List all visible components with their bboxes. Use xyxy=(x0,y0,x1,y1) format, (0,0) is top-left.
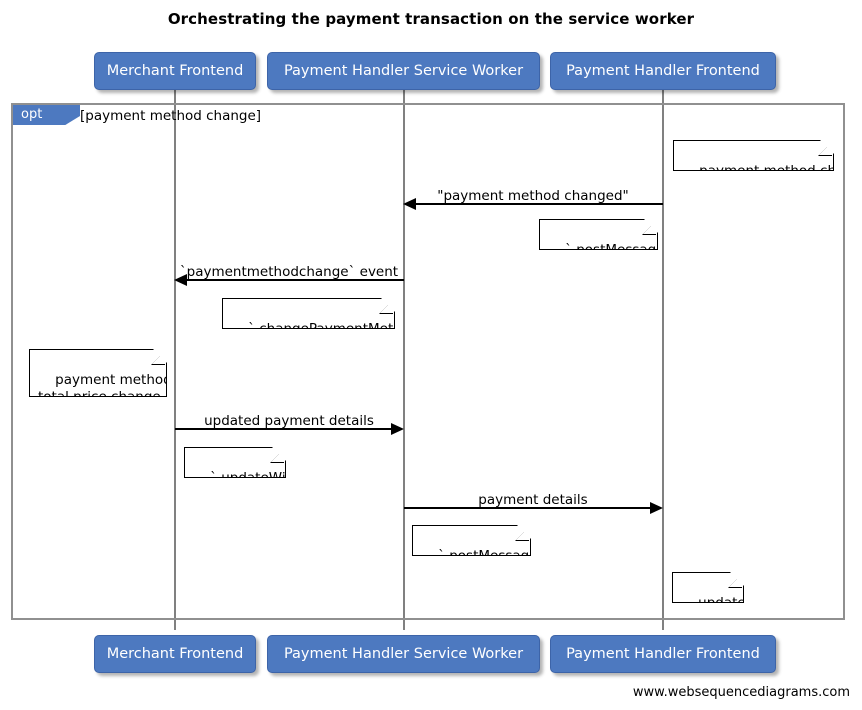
note-fold-icon xyxy=(271,448,285,462)
message-line-2 xyxy=(181,279,404,281)
participant-label: Merchant Frontend xyxy=(106,646,244,662)
note-text: update UI xyxy=(698,595,764,611)
participant-label: Payment Handler Frontend xyxy=(566,63,760,79)
note-fold-icon xyxy=(643,220,657,234)
lifeline-merchant-frontend xyxy=(174,90,176,630)
message-line-3 xyxy=(175,428,398,430)
note-update-ui: update UI xyxy=(672,572,744,603)
participant-payment-handler-frontend-top[interactable]: Payment Handler Frontend xyxy=(550,52,776,90)
note-fold-icon xyxy=(152,350,166,364)
message-arrowhead-3 xyxy=(391,423,404,435)
note-text: payment method & total price change etc xyxy=(38,372,187,405)
participant-payment-handler-frontend-bottom[interactable]: Payment Handler Frontend xyxy=(550,635,776,673)
message-line-1 xyxy=(410,203,663,205)
message-line-4 xyxy=(404,507,657,509)
footer-url: www.websequencediagrams.com xyxy=(632,685,850,700)
note-fold-icon xyxy=(516,526,530,540)
lifeline-payment-handler-service-worker xyxy=(403,90,405,630)
note-text: `.postMessage()` xyxy=(438,548,555,564)
message-arrowhead-2 xyxy=(174,274,187,286)
note-post-message-1: `.postMessage()` xyxy=(539,219,658,250)
participant-merchant-frontend-top[interactable]: Merchant Frontend xyxy=(94,52,256,90)
note-fold-icon xyxy=(729,573,743,587)
message-arrowhead-4 xyxy=(650,502,663,514)
message-label-payment-method-changed: "payment method changed" xyxy=(437,188,629,204)
message-arrowhead-1 xyxy=(403,198,416,210)
note-payment-method-total-price-change: payment method & total price change etc xyxy=(29,349,167,397)
message-label-updated-payment-details: updated payment details xyxy=(204,413,374,429)
note-text: `.updateWith()` xyxy=(210,470,317,486)
note-update-with: `.updateWith()` xyxy=(184,447,286,478)
participant-label: Payment Handler Frontend xyxy=(566,646,760,662)
message-label-payment-details: payment details xyxy=(478,492,588,508)
participant-payment-handler-service-worker-bottom[interactable]: Payment Handler Service Worker xyxy=(267,635,540,673)
participant-merchant-frontend-bottom[interactable]: Merchant Frontend xyxy=(94,635,256,673)
note-fold-icon xyxy=(380,299,394,313)
participant-payment-handler-service-worker-top[interactable]: Payment Handler Service Worker xyxy=(267,52,540,90)
note-text: `.changePaymentMethod()` xyxy=(248,321,436,337)
message-label-paymentmethodchange-event: `paymentmethodchange` event xyxy=(179,264,399,280)
note-change-payment-method: `.changePaymentMethod()` xyxy=(222,298,395,329)
fragment-opt-guard: [payment method change] xyxy=(80,108,262,124)
lifeline-payment-handler-frontend xyxy=(662,90,664,630)
note-text: payment method changed xyxy=(699,163,862,179)
note-fold-icon xyxy=(819,141,833,155)
note-payment-method-changed: payment method changed xyxy=(673,140,834,171)
page-title: Orchestrating the payment transaction on… xyxy=(167,10,695,28)
fragment-opt-tab: opt xyxy=(13,105,80,125)
participant-label: Merchant Frontend xyxy=(106,63,244,79)
participant-label: Payment Handler Service Worker xyxy=(283,63,524,79)
note-post-message-2: `.postMessage()` xyxy=(412,525,531,556)
note-text: `.postMessage()` xyxy=(565,242,682,258)
participant-label: Payment Handler Service Worker xyxy=(283,646,524,662)
